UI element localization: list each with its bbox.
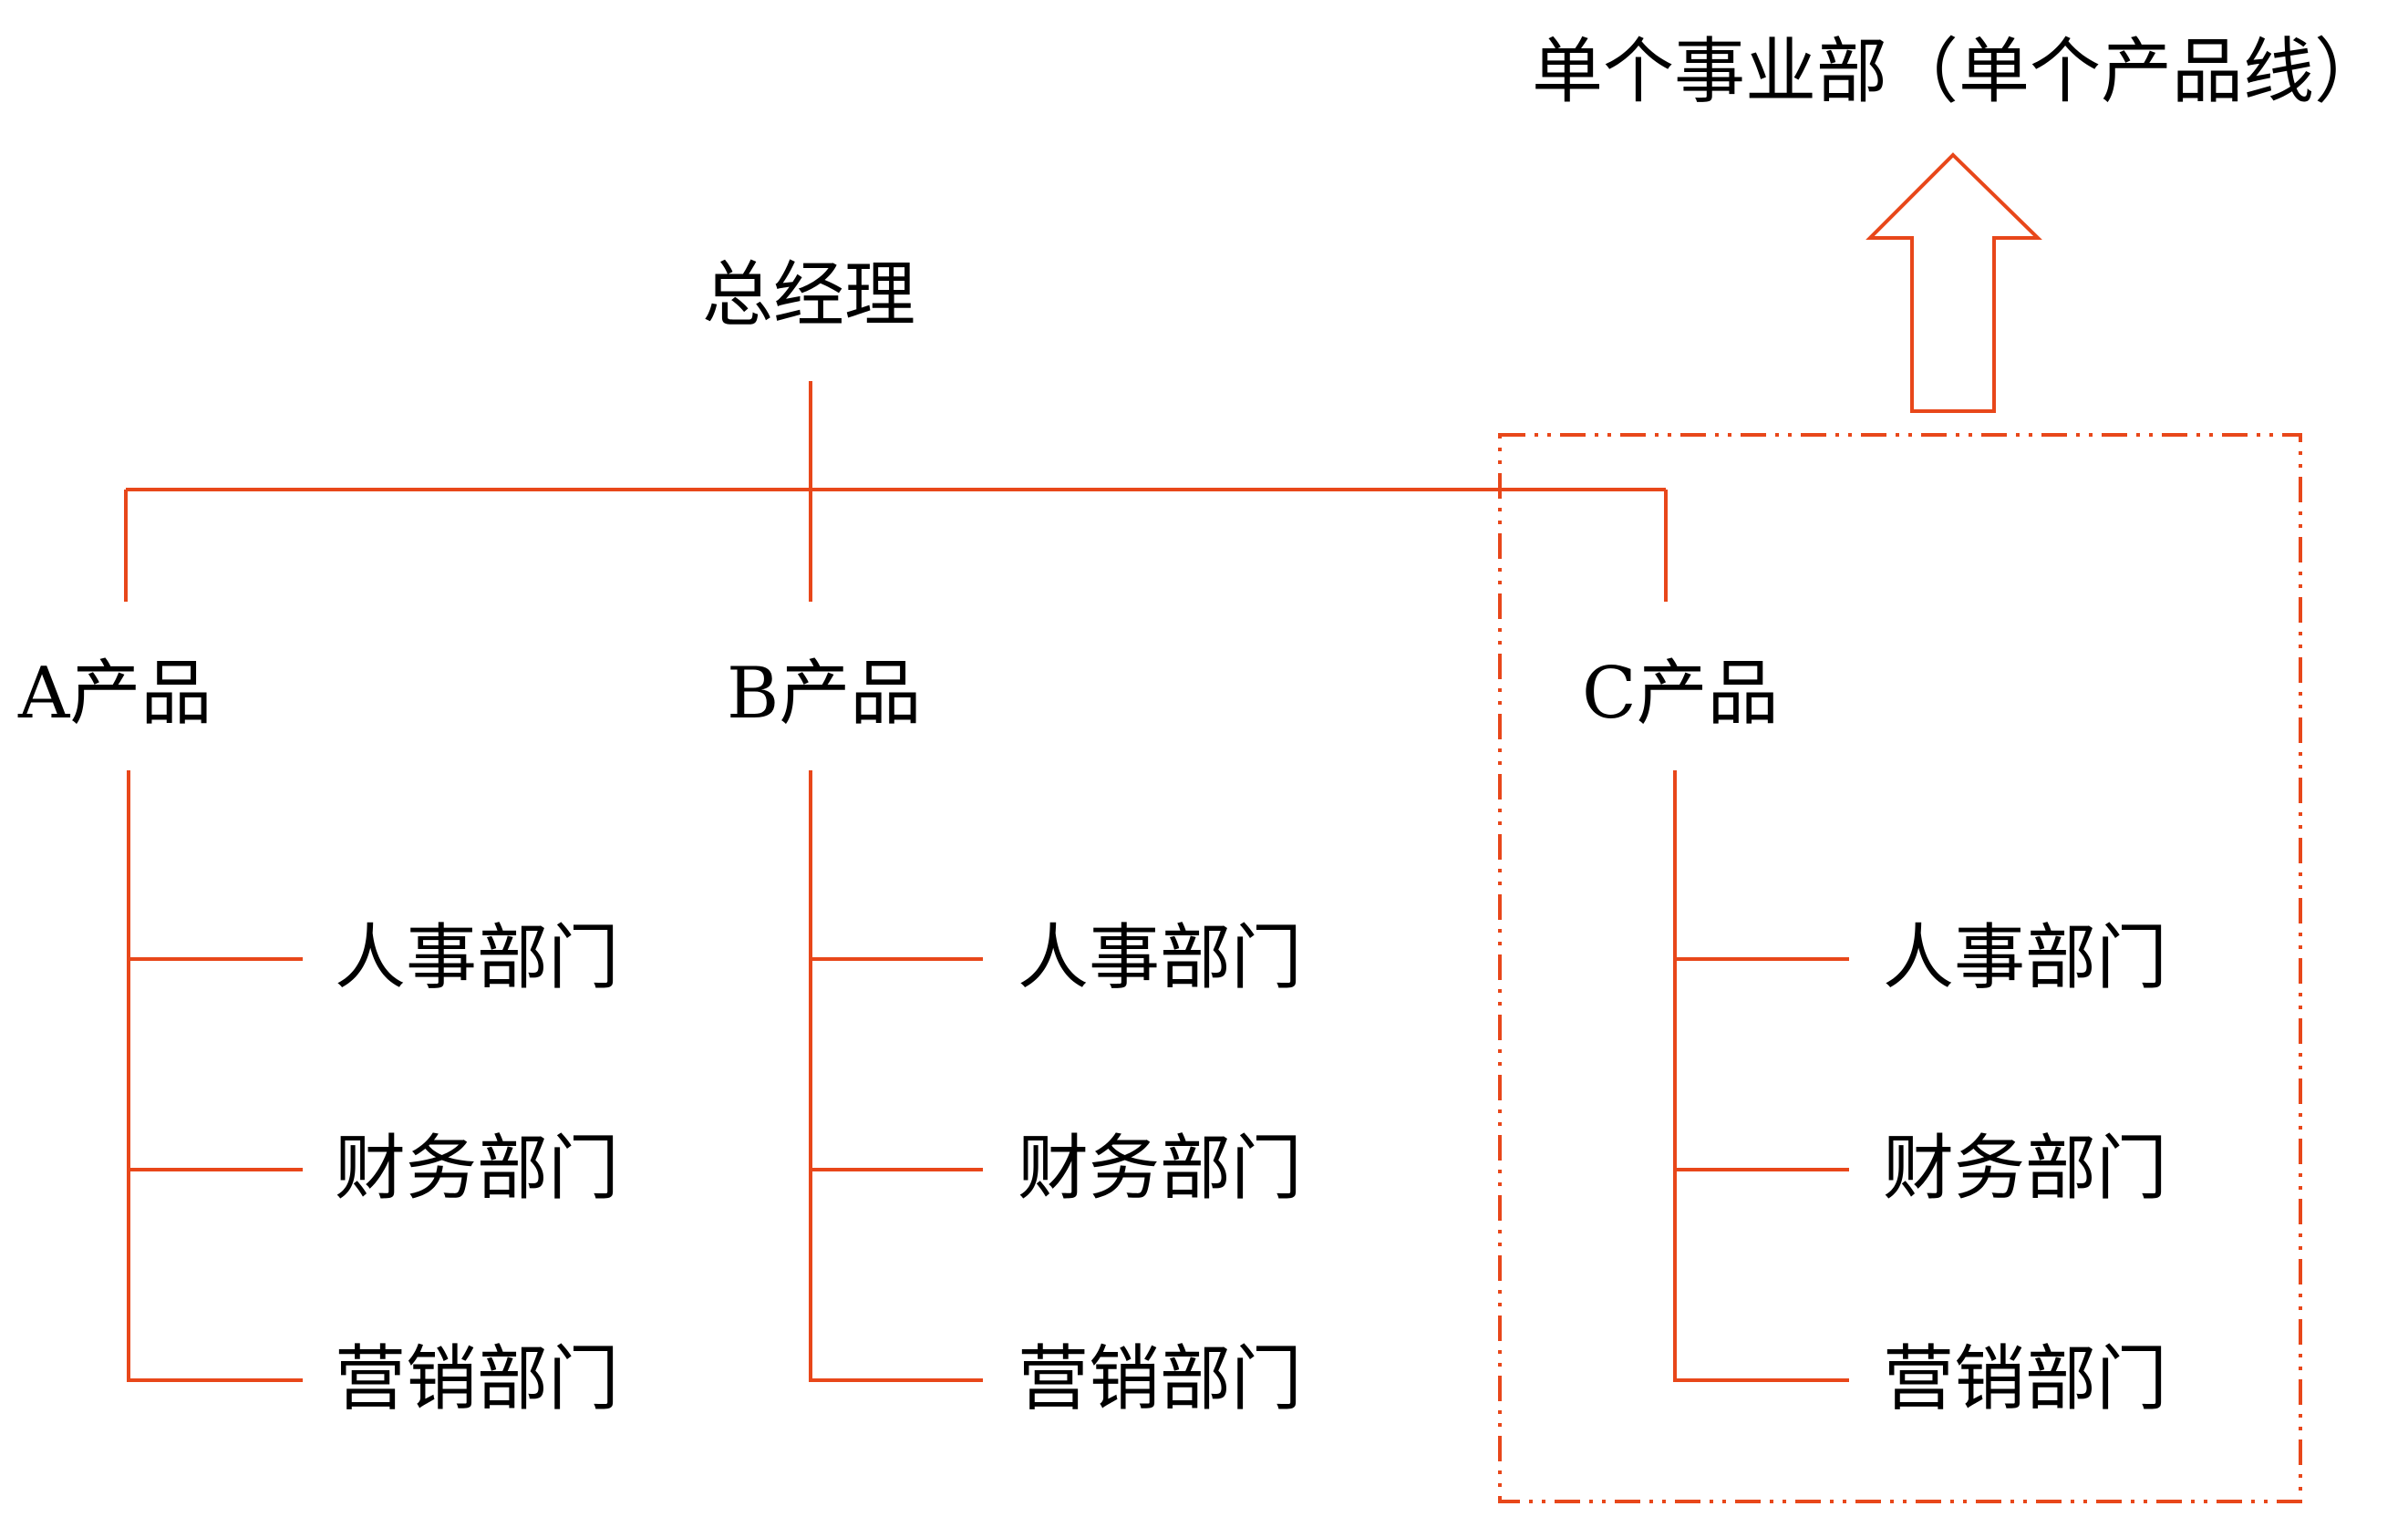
product-b-hr-dept: 人事部门 <box>1018 917 1303 999</box>
product-c-hr-dept: 人事部门 <box>1883 917 2168 999</box>
product-c-node: C产品 <box>1582 653 1779 735</box>
business-unit-label: 单个事业部（单个产品线） <box>1532 31 2386 113</box>
product-b-marketing-dept: 营销部门 <box>1018 1338 1303 1420</box>
up-arrow-icon <box>1865 152 2042 413</box>
product-a-hr-dept: 人事部门 <box>335 917 620 999</box>
product-c-marketing-dept: 营销部门 <box>1883 1338 2168 1420</box>
product-b-node: B产品 <box>727 653 922 735</box>
product-a-node: A产品 <box>18 653 212 735</box>
product-a-finance-dept: 财务部门 <box>335 1128 620 1210</box>
product-b-finance-dept: 财务部门 <box>1018 1128 1303 1210</box>
product-c-finance-dept: 财务部门 <box>1883 1128 2168 1210</box>
product-a-subtree-lines <box>127 770 303 1382</box>
product-c-subtree-lines <box>1673 770 1849 1382</box>
highlight-box <box>1498 433 2302 1503</box>
product-b-subtree-lines <box>809 770 983 1382</box>
general-manager-node: 总经理 <box>702 254 916 336</box>
product-a-marketing-dept: 营销部门 <box>335 1338 620 1420</box>
